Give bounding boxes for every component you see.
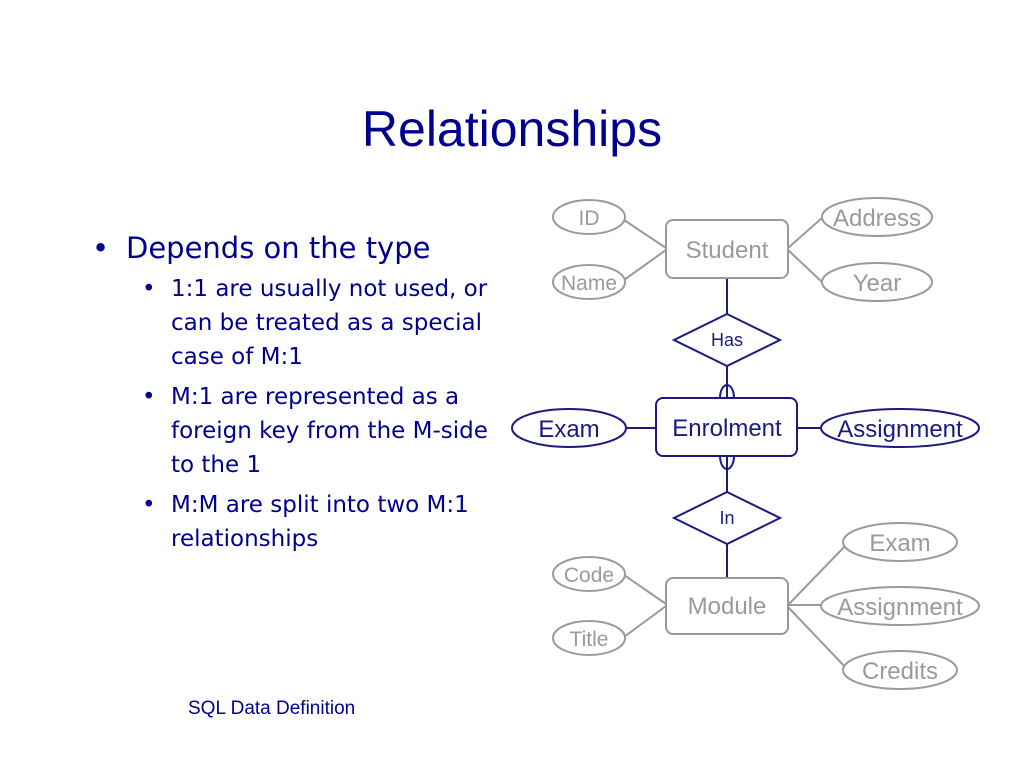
attribute-name-label: Name xyxy=(561,272,617,295)
student-entity xyxy=(665,219,789,279)
enrolment-entity-label: Enrolment xyxy=(672,415,782,442)
module-entity xyxy=(665,577,789,635)
slide-footer: SQL Data Definition xyxy=(188,698,356,719)
attribute-module-exam xyxy=(842,522,958,562)
slide-title: Relationships xyxy=(361,101,663,157)
bullet-list: Depends on the type 1:1 are usually not … xyxy=(86,228,506,562)
attribute-credits xyxy=(842,650,958,690)
attribute-title-label: Title xyxy=(570,628,609,651)
attribute-id xyxy=(552,199,626,235)
in-relationship-label: In xyxy=(719,508,734,528)
module-entity-label: Module xyxy=(688,593,767,620)
in-relationship xyxy=(671,490,783,546)
attribute-assignment xyxy=(820,408,980,448)
attribute-exam-label: Exam xyxy=(538,416,599,443)
enrolment-entity xyxy=(655,397,798,457)
attribute-exam xyxy=(511,408,627,448)
has-relationship xyxy=(671,312,783,368)
attribute-id-label: ID xyxy=(579,207,600,230)
attribute-name xyxy=(552,264,626,300)
attribute-module-assignment-label: Assignment xyxy=(837,594,963,621)
attribute-module-assignment xyxy=(820,586,980,626)
sub-bullet-many-to-many: M:M are split into two M:1 relationships xyxy=(142,488,491,556)
attribute-code xyxy=(552,556,626,592)
has-relationship-label: Has xyxy=(711,330,743,350)
attribute-title xyxy=(552,620,626,656)
attribute-year xyxy=(821,262,933,302)
attribute-assignment-label: Assignment xyxy=(837,416,963,443)
attribute-address xyxy=(821,197,933,237)
bullet-depends-on-type: Depends on the type xyxy=(86,228,506,268)
sub-bullet-one-to-one: 1:1 are usually not used, or can be trea… xyxy=(142,272,491,374)
attribute-address-label: Address xyxy=(833,205,921,232)
student-entity-label: Student xyxy=(686,237,769,264)
sub-bullet-many-to-one: M:1 are represented as a foreign key fro… xyxy=(142,380,491,482)
attribute-code-label: Code xyxy=(564,564,614,587)
attribute-credits-label: Credits xyxy=(862,658,938,685)
active-connectors xyxy=(626,278,822,578)
attribute-module-exam-label: Exam xyxy=(869,530,930,557)
inactive-connectors xyxy=(623,217,849,671)
attribute-year-label: Year xyxy=(853,270,902,297)
